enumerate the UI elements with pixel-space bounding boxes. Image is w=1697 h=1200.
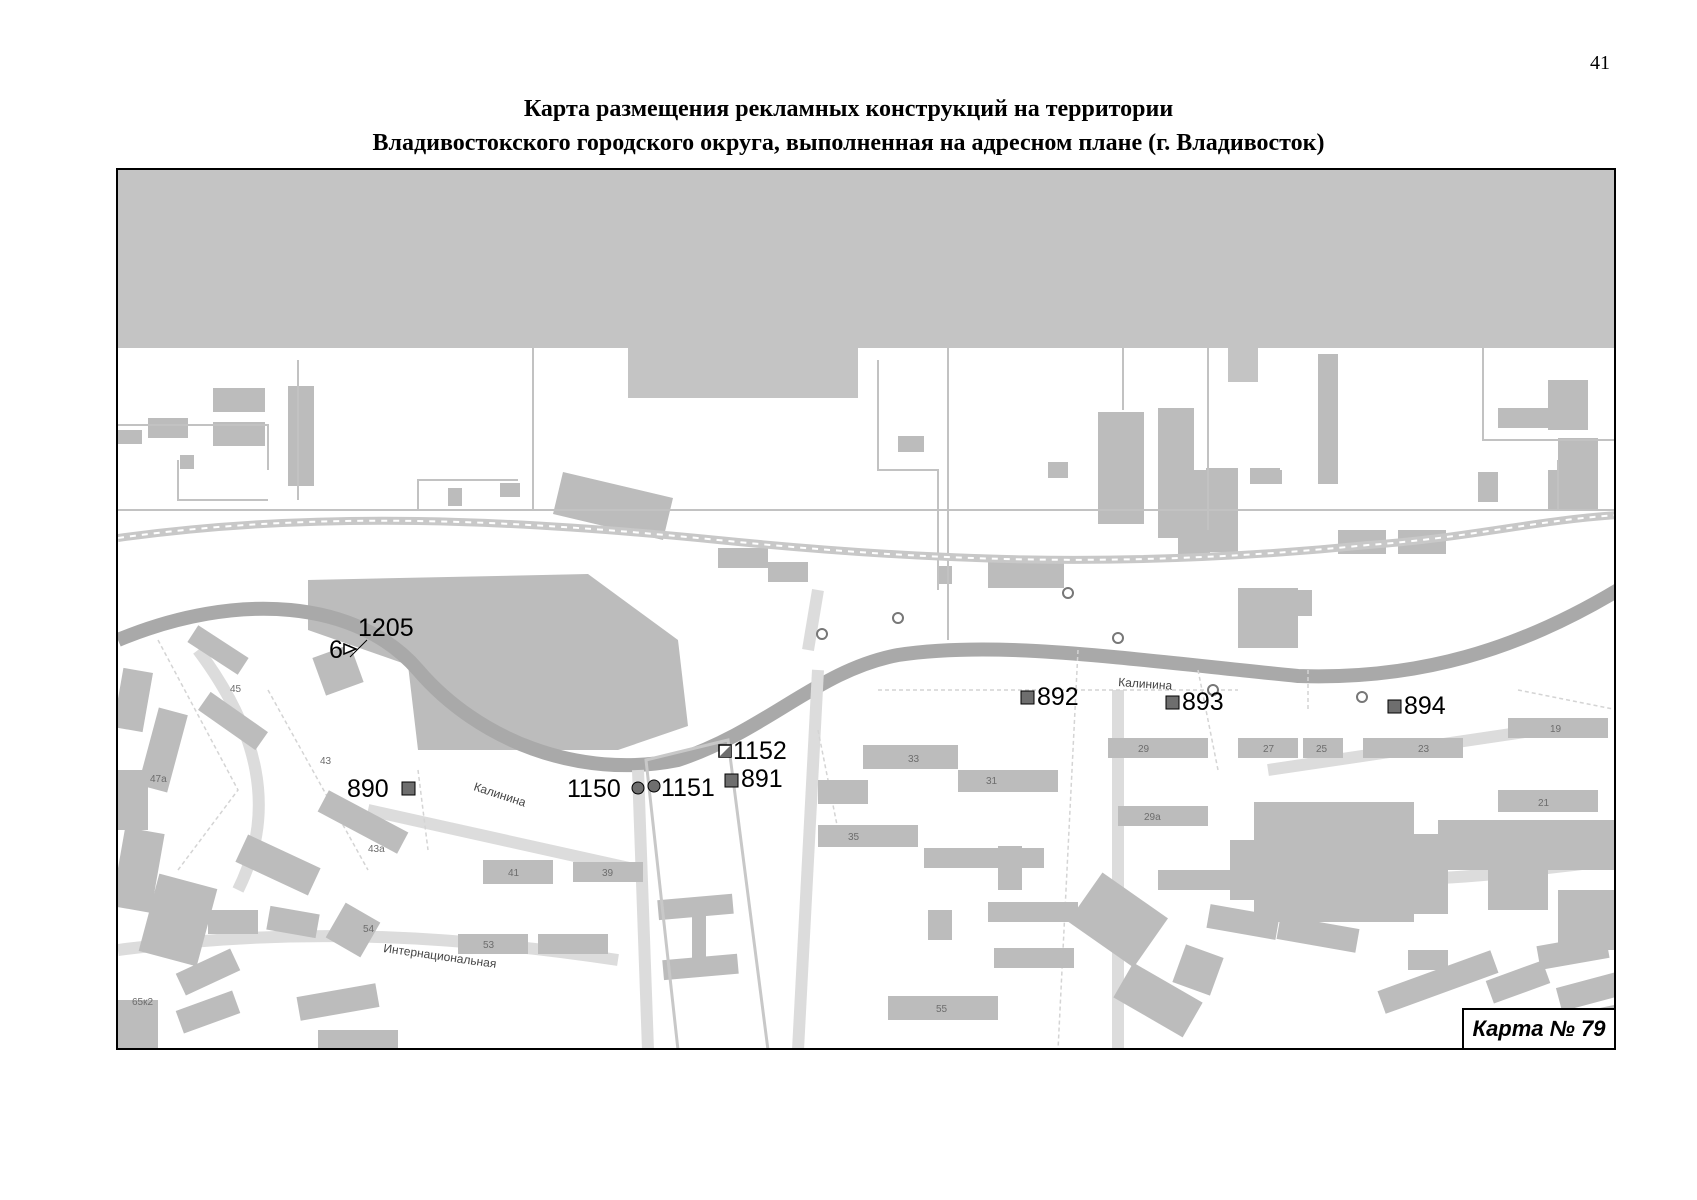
street-label: Калинина	[1118, 675, 1173, 693]
marker-circle	[647, 779, 661, 793]
marker-label: 1150	[567, 775, 621, 803]
marker-square	[1387, 699, 1402, 714]
building-number: 35	[848, 832, 860, 843]
marker-label: 1152	[733, 737, 787, 765]
street-label: Калинина	[472, 780, 528, 810]
building-number: 47а	[150, 774, 167, 785]
ad-markers: 1205 6 890 891 892 893 894 1150 1151	[329, 614, 1446, 803]
marker-circle	[631, 781, 645, 795]
pier-area	[628, 348, 858, 398]
building-number: 21	[1538, 798, 1550, 809]
building-number: 43а	[368, 844, 385, 855]
building-number: 41	[508, 868, 520, 879]
marker-square	[724, 773, 739, 788]
map-number-badge: Карта № 79	[1462, 1008, 1614, 1048]
building-number: 19	[1550, 724, 1562, 735]
residential-buildings	[118, 625, 1614, 1048]
map-frame[interactable]: 45 43 43а 47а 41 39 54 53 33 31 35 29 29…	[116, 168, 1616, 1050]
building-number: 33	[908, 754, 920, 765]
pier-area	[1228, 348, 1258, 382]
building-number: 65к2	[132, 997, 153, 1008]
marker-triangle	[343, 642, 358, 656]
map-title-line-1: Карта размещения рекламных конструкций н…	[523, 96, 1174, 122]
marker-label: 891	[741, 765, 783, 793]
building-number: 31	[986, 776, 998, 787]
building-number: 27	[1263, 744, 1275, 755]
marker-label: 1151	[661, 774, 715, 802]
marker-square	[1165, 695, 1180, 710]
building-number: 29	[1138, 744, 1150, 755]
marker-label: 1205	[358, 614, 414, 642]
building-number: 55	[936, 1004, 948, 1015]
marker-square	[1020, 690, 1035, 705]
building-number: 29а	[1144, 812, 1161, 823]
school-block	[644, 738, 770, 1048]
building-number: 25	[1316, 744, 1328, 755]
map-canvas: 45 43 43а 47а 41 39 54 53 33 31 35 29 29…	[118, 170, 1614, 1048]
building-number: 39	[602, 868, 614, 879]
marker-label: 894	[1404, 692, 1446, 720]
building-number: 45	[230, 684, 242, 695]
shopping-center	[308, 574, 688, 750]
kalinina-street	[118, 584, 1614, 773]
map-title-line-2: Владивостокского городского округа, выпо…	[372, 130, 1325, 156]
bay-water	[118, 170, 1614, 348]
railway	[118, 511, 1614, 564]
building-number: 53	[483, 940, 495, 951]
marker-label: 890	[347, 775, 389, 803]
boundaries	[118, 348, 1614, 640]
building-number: 54	[363, 924, 375, 935]
building-number: 23	[1418, 744, 1430, 755]
marker-label: 6	[329, 636, 343, 664]
building-number-labels: 45 43 43а 47а 41 39 54 53 33 31 35 29 29…	[132, 684, 1562, 1015]
building-number: 43	[320, 756, 332, 767]
marker-square	[401, 781, 416, 796]
marker-label: 893	[1182, 688, 1224, 716]
transit-stop-icons	[816, 587, 1368, 703]
page-number: 41	[1590, 52, 1610, 74]
marker-label: 892	[1037, 683, 1079, 711]
